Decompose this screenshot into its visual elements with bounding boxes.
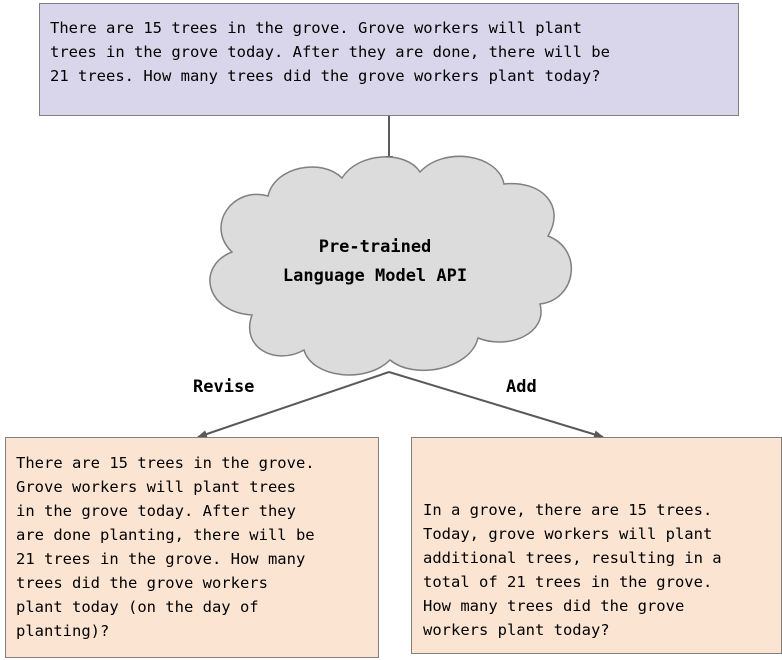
add-line: Today, grove workers will plant — [423, 525, 713, 543]
model-cloud-shape — [209, 155, 572, 376]
model-label-line: Pre-trained — [318, 237, 432, 257]
revise-output-box: There are 15 trees in the grove. Grove wo… — [5, 437, 379, 658]
revise-line: Grove workers will plant trees — [16, 478, 296, 496]
revise-line: There are 15 trees in the grove. — [16, 454, 315, 472]
question-box: There are 15 trees in the grove. Grove w… — [39, 3, 739, 116]
add-line: In a grove, there are 15 trees. — [423, 501, 713, 519]
revise-line: are done planting, there will be — [16, 526, 315, 544]
add-line: additional trees, resulting in a — [423, 549, 722, 567]
revise-edge-label: Revise — [193, 377, 255, 397]
revise-line: planting)? — [16, 622, 110, 640]
add-line: workers plant today? — [423, 621, 610, 639]
model-label-line: Language Model API — [282, 266, 468, 286]
revise-line: trees did the grove workers — [16, 574, 268, 592]
add-line: How many trees did the grove — [423, 597, 685, 615]
question-line: 21 trees. How many trees did the grove w… — [50, 67, 601, 85]
revise-line: 21 trees in the grove. How many — [16, 550, 306, 568]
question-line: There are 15 trees in the grove. Grove w… — [50, 19, 582, 37]
arrow-model-to-add — [388, 371, 604, 439]
add-output-box: In a grove, there are 15 trees. Today, gr… — [411, 437, 782, 654]
arrow-model-to-revise — [197, 371, 390, 438]
add-line: total of 21 trees in the grove. — [423, 573, 713, 591]
add-edge-label: Add — [506, 377, 537, 397]
revise-line: plant today (on the day of — [16, 598, 259, 616]
revise-line: in the grove today. After they — [16, 502, 296, 520]
question-line: trees in the grove today. After they are… — [50, 43, 610, 61]
